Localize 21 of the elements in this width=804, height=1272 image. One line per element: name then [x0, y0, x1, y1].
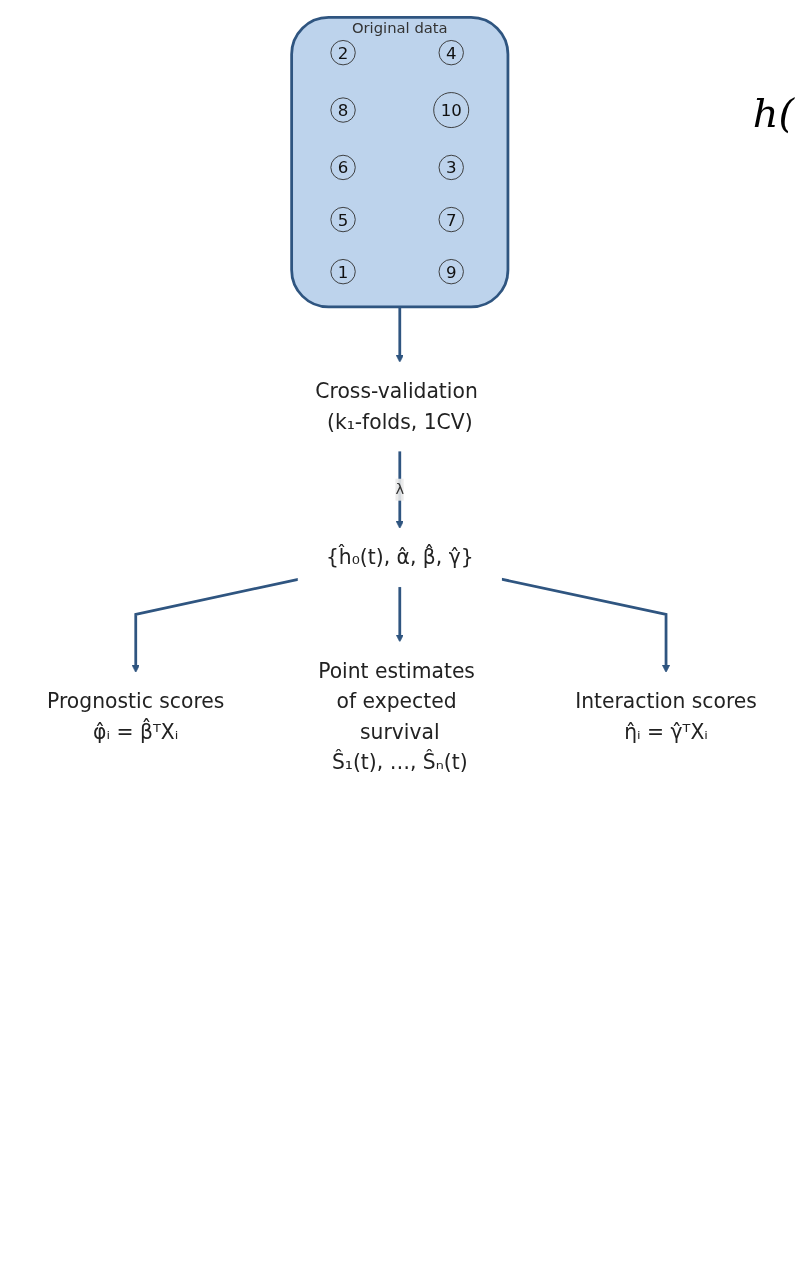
node-circle: 5 [330, 206, 356, 233]
node-text: {ĥ₀(t), α̂, β̂, γ̂} [325, 545, 474, 570]
arrow [395, 306, 404, 363]
arrow [395, 586, 404, 643]
node-circle: 7 [438, 206, 464, 233]
node-circle: 6 [330, 154, 356, 181]
node-circle: 10 [433, 92, 470, 128]
node-text: Prognostic scores φ̂ᵢ = β̂ᵀXᵢ [47, 689, 225, 744]
arrow [501, 577, 671, 673]
node-text: Point estimates of expected survival Ŝ₁(t), …, Ŝₙ(t) [318, 659, 475, 774]
node-text: Cross-validation (k₁-folds, 1CV) [315, 379, 478, 434]
node-circle: 2 [330, 40, 356, 66]
formula-label: h( [752, 90, 794, 136]
node-circle: 3 [438, 154, 464, 181]
node-circle: 9 [438, 259, 464, 285]
edge-label: λ [395, 480, 405, 498]
arrow [131, 578, 299, 673]
node-circle: 4 [438, 40, 464, 66]
node-circle: 1 [330, 259, 356, 285]
node-circle: 8 [330, 97, 356, 123]
node-text: Interaction scores η̂ᵢ = γ̂ᵀXᵢ [575, 689, 757, 744]
